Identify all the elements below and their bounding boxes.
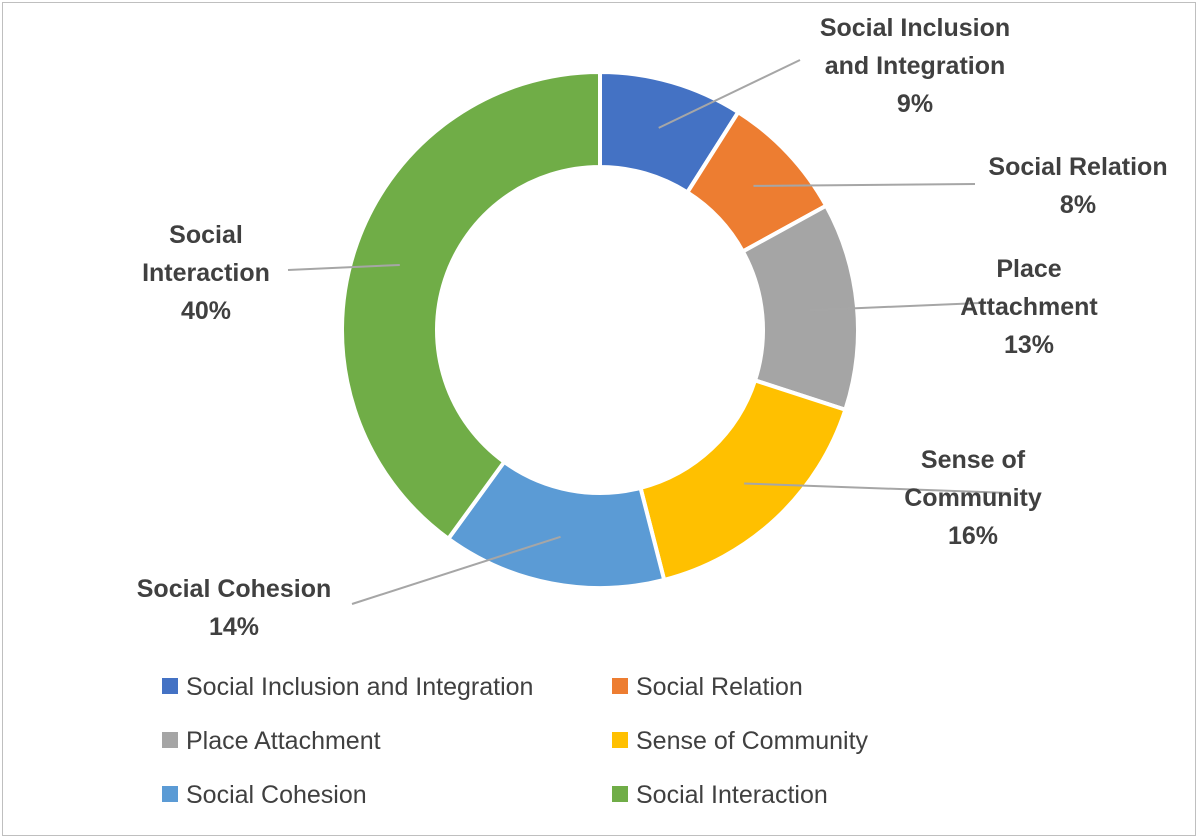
legend-item-social-interaction: Social Interaction [612, 781, 828, 809]
legend-label: Place Attachment [186, 727, 381, 755]
legend-swatch [162, 678, 178, 694]
legend-label: Social Relation [636, 673, 803, 701]
leader-line-social-inclusion-and-integration [658, 59, 801, 129]
legend-label: Social Cohesion [186, 781, 367, 809]
legend-item-place-attachment: Place Attachment [162, 727, 381, 755]
legend-item-sense-of-community: Sense of Community [612, 727, 869, 755]
slice-social-interaction [340, 69, 602, 542]
leader-line-place-attachment [809, 302, 981, 312]
legend-label: Social Interaction [636, 781, 828, 809]
leader-line-social-relation [753, 183, 976, 187]
legend-swatch [612, 678, 628, 694]
leader-lines-group [287, 59, 1011, 605]
slice-sense-of-community [638, 377, 848, 583]
slices-group [340, 69, 860, 590]
legend-swatch [162, 786, 178, 802]
legend: Social Inclusion and Integration Social R… [162, 673, 869, 809]
leader-line-social-interaction [287, 263, 400, 271]
leader-line-social-cohesion [351, 535, 561, 605]
legend-swatch [612, 786, 628, 802]
legend-label: Sense of Community [636, 727, 869, 755]
legend-swatch [162, 732, 178, 748]
legend-label: Social Inclusion and Integration [186, 673, 533, 701]
legend-swatch [612, 732, 628, 748]
leader-line-sense-of-community [744, 482, 1011, 494]
legend-item-social-inclusion-and-integration: Social Inclusion and Integration [162, 673, 533, 701]
legend-item-social-cohesion: Social Cohesion [162, 781, 367, 809]
legend-item-social-relation: Social Relation [612, 673, 803, 701]
